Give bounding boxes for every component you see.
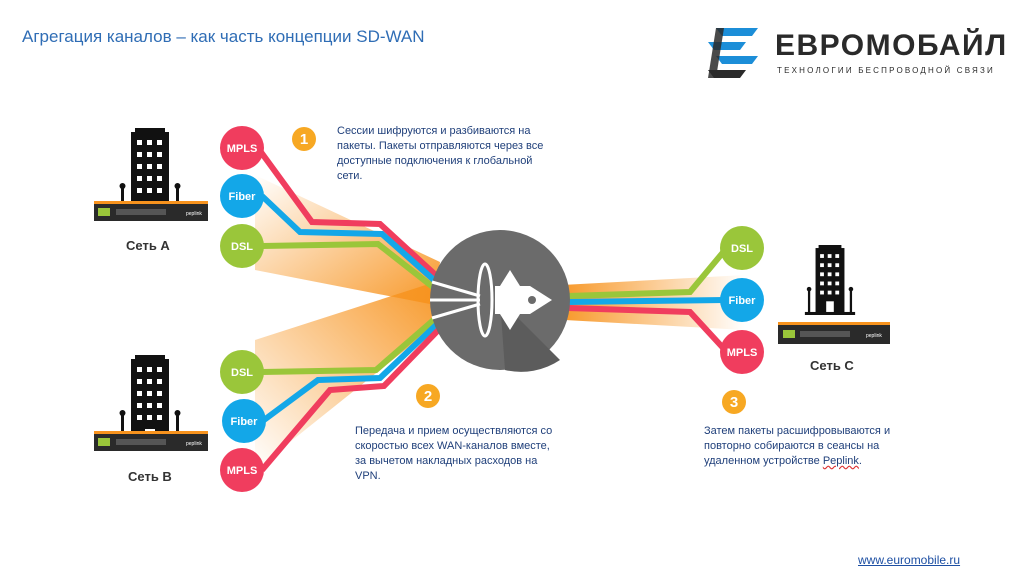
channel-a-dsl: DSL [220, 224, 264, 268]
channel-a-mpls: MPLS [220, 126, 264, 170]
router-icon-c: peplink [778, 322, 890, 344]
network-b-label: Сеть В [128, 469, 172, 484]
svg-text:Fiber: Fiber [231, 416, 259, 428]
step-1-text: Сессии шифруются и разбиваются на пакеты… [337, 125, 544, 182]
svg-text:3: 3 [730, 394, 738, 411]
channel-a-fiber: Fiber [220, 174, 264, 218]
slide-title: Агрегация каналов – как часть концепции … [22, 27, 425, 46]
line-b-fiber [262, 307, 455, 423]
euromobile-logo-icon [708, 28, 758, 78]
line-a-dsl [261, 240, 454, 305]
logo-tagline: ТЕХНОЛОГИИ БЕСПРОВОДНОЙ СВЯЗИ [777, 66, 996, 75]
channel-b-dsl: DSL [220, 350, 264, 394]
svg-text:DSL: DSL [231, 367, 253, 379]
router-brand-b: peplink [186, 441, 202, 447]
website-link[interactable]: www.euromobile.ru [858, 553, 961, 567]
line-a-mpls [255, 146, 455, 293]
svg-text:DSL: DSL [231, 241, 253, 253]
line-a-fiber [259, 193, 454, 299]
channel-c-dsl: DSL [720, 226, 764, 270]
svg-text:MPLS: MPLS [727, 347, 758, 359]
line-c-fiber [567, 297, 726, 305]
line-b-dsl [261, 301, 454, 375]
svg-text:Fiber: Fiber [729, 295, 757, 307]
step-badge-3: 3 [722, 390, 746, 414]
svg-text:DSL: DSL [731, 243, 753, 255]
step-badge-1: 1 [292, 127, 316, 151]
router-icon-b: peplink [94, 431, 208, 451]
rocket-icon [430, 262, 552, 338]
line-c-dsl [567, 248, 728, 299]
router-brand-a: peplink [186, 211, 202, 217]
svg-text:MPLS: MPLS [227, 143, 258, 155]
rocket-hub-icon [430, 230, 570, 372]
building-icon-c [804, 245, 856, 315]
network-a-label: Сеть А [126, 238, 170, 253]
logo-name: ЕВРОМОБАЙЛ [775, 29, 1008, 62]
channel-b-fiber: Fiber [222, 399, 266, 443]
channel-b-mpls: MPLS [220, 448, 264, 492]
svg-text:MPLS: MPLS [227, 465, 258, 477]
channel-c-fiber: Fiber [720, 278, 764, 322]
step-3-text: Затем пакеты расшифровываются и повторно… [704, 425, 891, 467]
router-icon-a: peplink [94, 201, 208, 221]
peplink-link: Peplink [822, 455, 859, 467]
line-c-mpls [567, 305, 728, 353]
svg-text:1: 1 [300, 131, 308, 148]
flow-network-a [255, 175, 440, 305]
line-b-mpls [259, 313, 455, 472]
svg-text:2: 2 [424, 388, 432, 405]
network-c-label: Сеть С [810, 358, 854, 373]
svg-text:Fiber: Fiber [229, 191, 257, 203]
step-badge-2: 2 [416, 384, 440, 408]
channel-c-mpls: MPLS [720, 330, 764, 374]
router-brand-c: peplink [866, 333, 882, 339]
step-2-text: Передача и прием осуществляются со скоро… [355, 425, 553, 482]
